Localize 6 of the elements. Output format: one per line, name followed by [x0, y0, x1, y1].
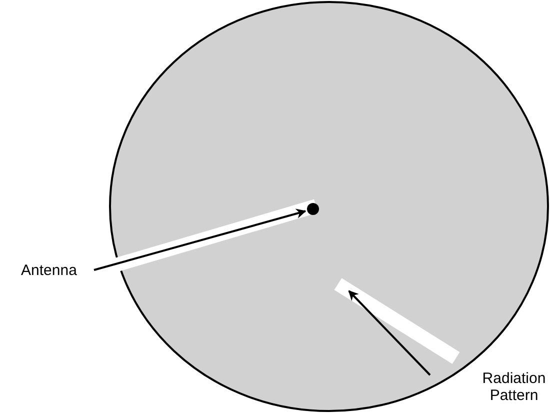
leader-arrow: [348, 290, 431, 376]
antenna-dot: [306, 202, 320, 216]
radiation-pattern-disc: [109, 1, 549, 412]
callout-label: Antenna: [4, 262, 94, 280]
callout-label: Radiation Pattern: [478, 370, 550, 406]
leader-arrow: [94, 208, 306, 271]
